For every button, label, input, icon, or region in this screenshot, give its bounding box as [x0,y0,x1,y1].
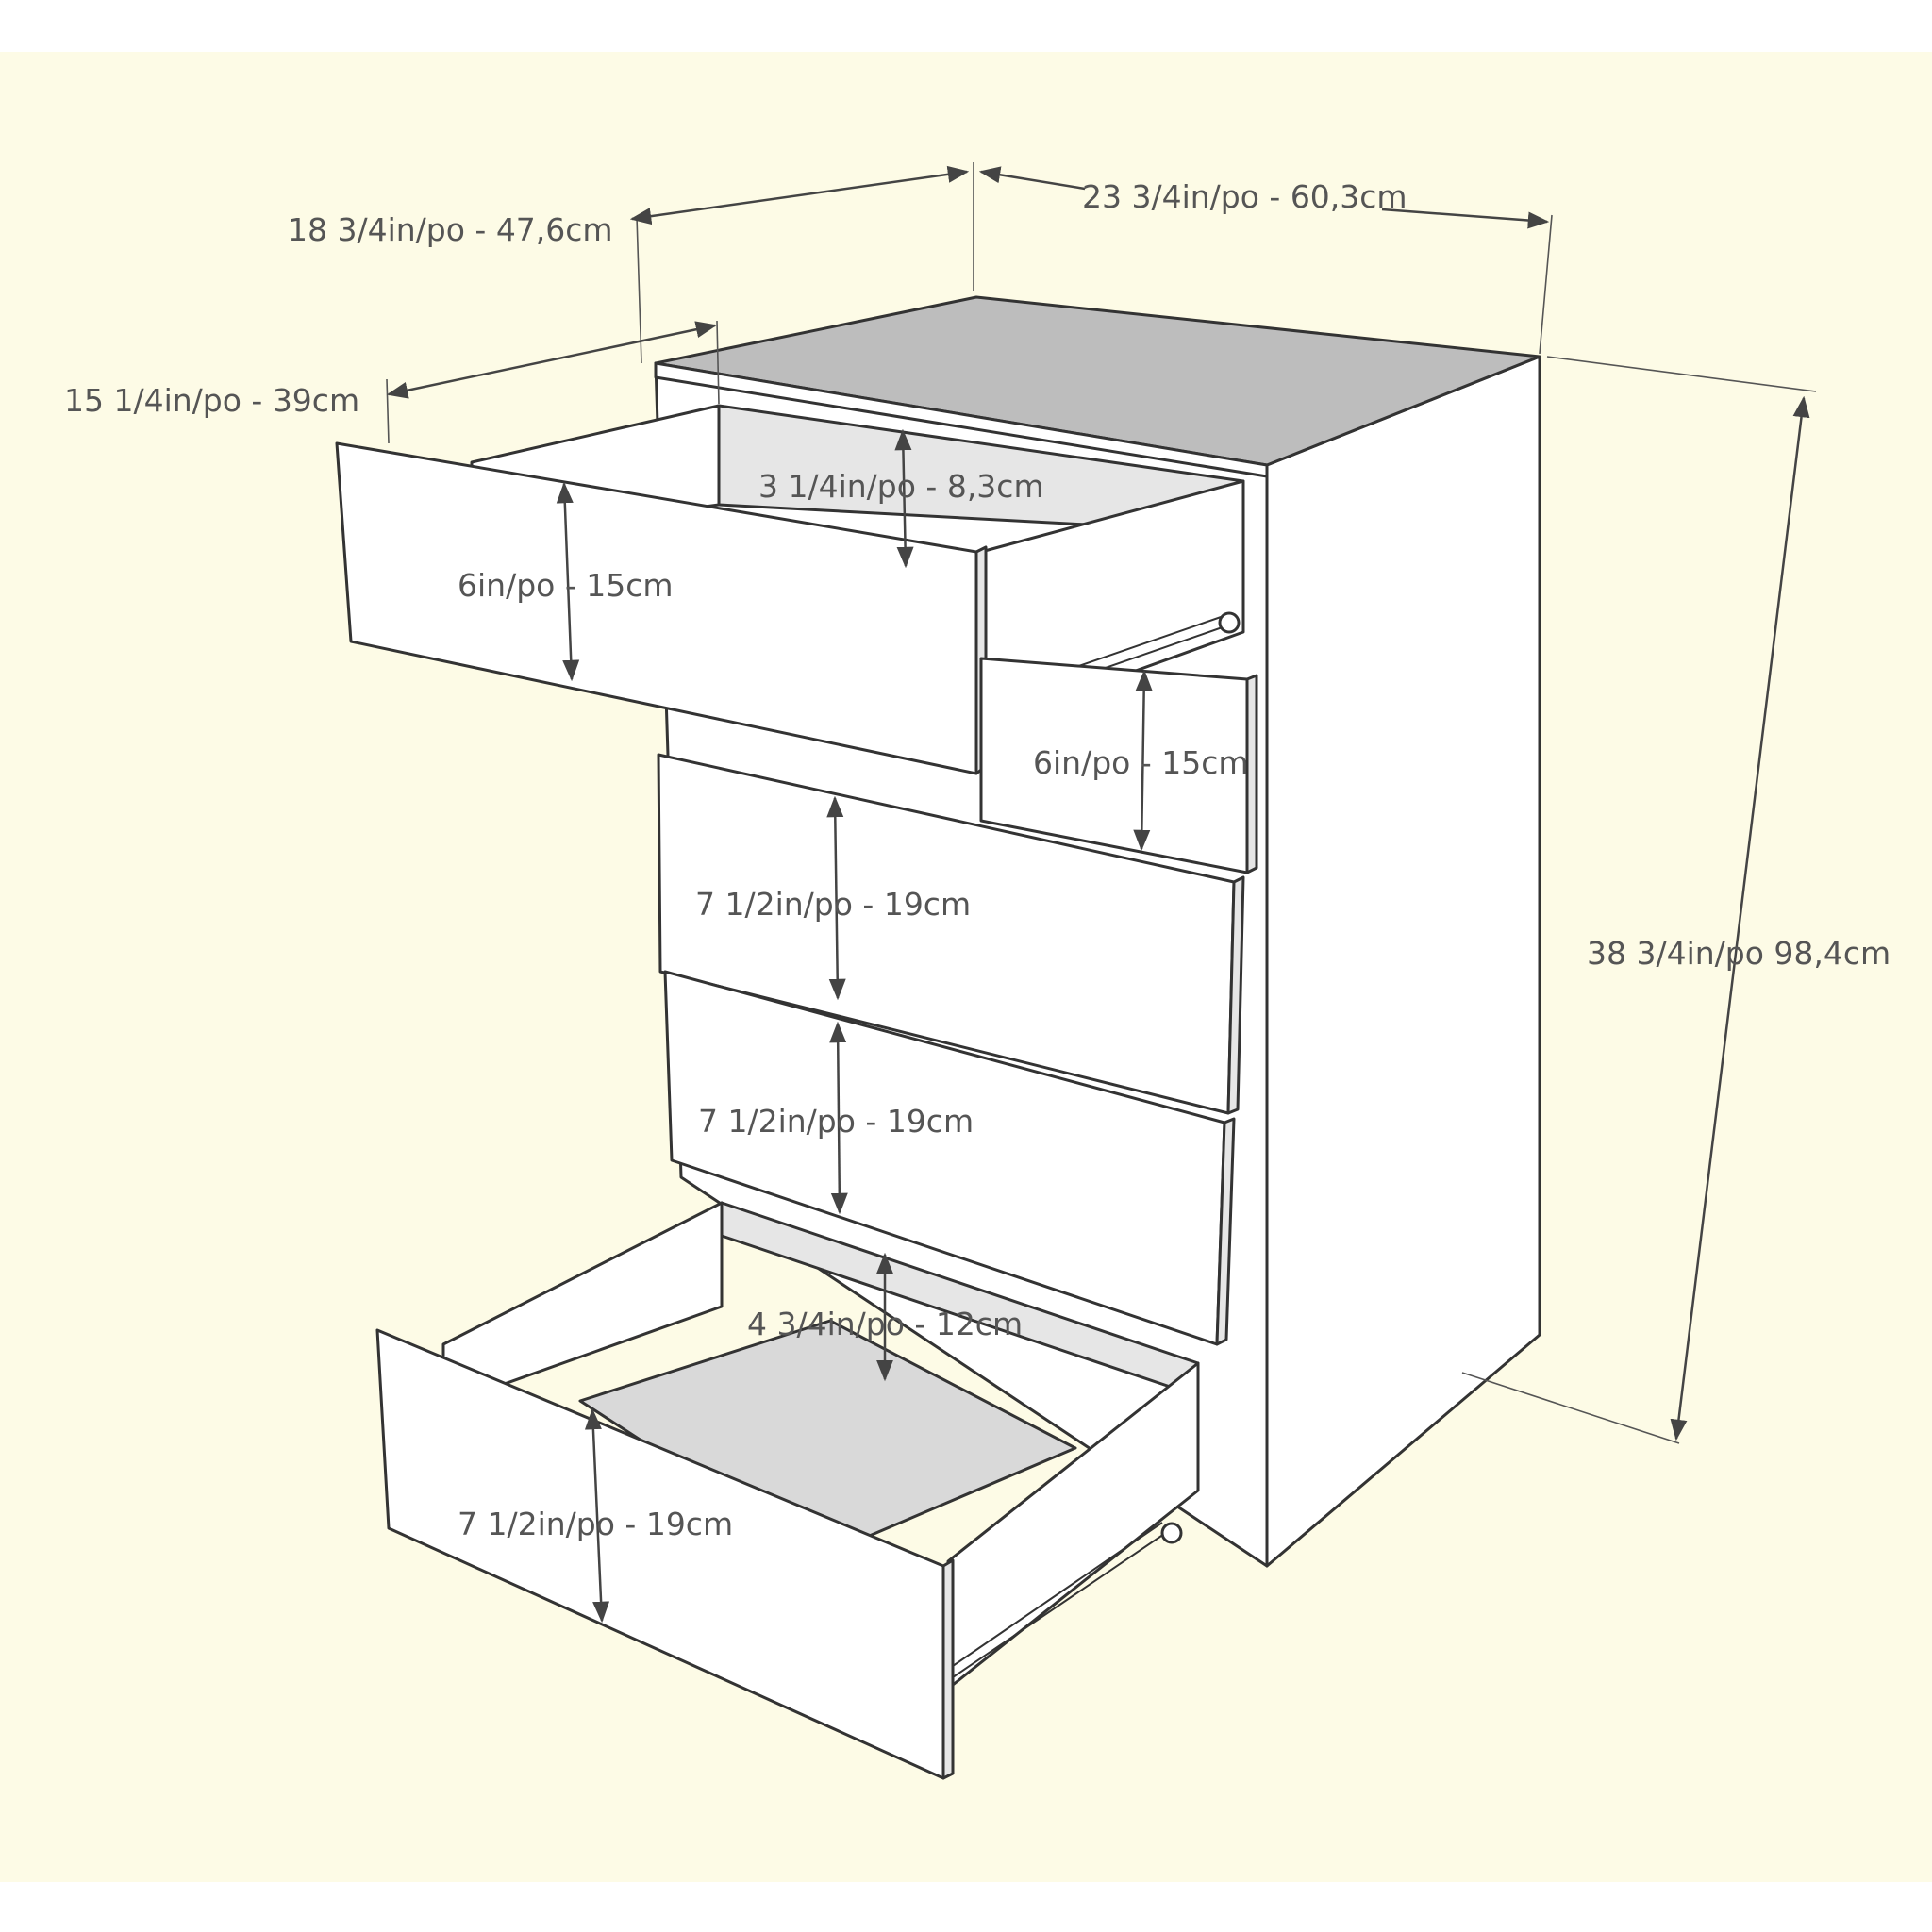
drawer-depth-dimension-line [386,321,718,399]
top-drawer-roller [1218,611,1241,634]
bottom-drawer-inner-height-label: 4 3/4in/po - 12cm [747,1306,1023,1342]
dimension-labels: 23 3/4in/po - 60,3cm 18 3/4in/po - 47,6c… [64,178,1890,1542]
top-drawer-inner-height-label: 3 1/4in/po - 8,3cm [758,468,1044,505]
bottom-drawer-rail [952,1529,1171,1678]
bottom-drawer [375,1201,1200,1780]
overall-depth-label: 18 3/4in/po - 47,6cm [288,211,613,248]
drawer-depth-label: 15 1/4in/po - 39cm [64,382,359,419]
fourth-drawer [663,970,1236,1346]
overall-width-label: 23 3/4in/po - 60,3cm [1082,178,1407,215]
overall-depth-dimension-line [629,165,970,225]
bottom-drawer-front-edge [941,1558,955,1780]
second-drawer-front-height-label: 6in/po - 15cm [1033,744,1249,781]
fourth-drawer-front-height-line [829,1021,848,1215]
second-drawer [979,657,1258,874]
dimension-lines [386,162,1817,1624]
fourth-drawer-front-height-label: 7 1/2in/po - 19cm [698,1103,974,1140]
bottom-drawer-front-height-label: 7 1/2in/po - 19cm [458,1506,733,1542]
bottom-drawer-roller [1160,1522,1183,1544]
overall-height-dimension-line [1670,395,1810,1441]
overall-height-label: 38 3/4in/po 98,4cm [1587,935,1890,972]
bottom-drawer-front-height-line [584,1407,610,1624]
third-drawer-front-height-line [826,795,846,1001]
second-drawer-front-height-line [1133,669,1153,852]
third-drawer-front-height-label: 7 1/2in/po - 19cm [695,886,971,923]
top-drawer-front-height-label: 6in/po - 15cm [458,567,674,604]
third-drawer [657,753,1245,1115]
overall-width-dimension-line [981,172,1547,222]
top-drawer-front-height-line [556,481,580,682]
top-drawer-inner-height-line [894,428,914,569]
